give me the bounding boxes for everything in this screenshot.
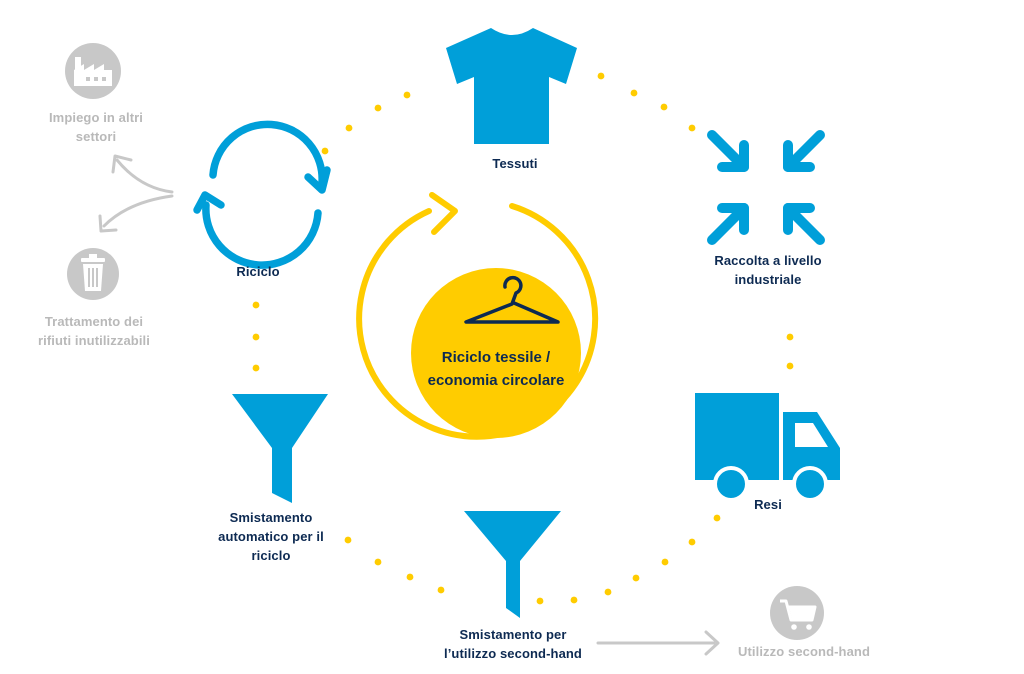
dotted-cycle-path (252, 72, 794, 605)
label-line: rifiuti inutilizzabili (38, 333, 150, 348)
cycle-dot (374, 558, 382, 566)
label-trattamento: Trattamento dei rifiuti inutilizzabili (10, 312, 178, 350)
cycle-dot (661, 558, 669, 566)
label-line: Smistamento per (459, 627, 567, 642)
cycle-dot (688, 124, 696, 132)
label-line: Smistamento (229, 510, 313, 525)
label-line: l’utilizzo second-hand (444, 646, 582, 661)
label-line: industriale (734, 272, 802, 287)
label-tessuti: Tessuti (440, 154, 590, 173)
center-label: Riciclo tessile / economia circolare (406, 346, 586, 392)
funnel-icon (464, 511, 561, 618)
cycle-dot (632, 574, 640, 582)
cycle-dot (252, 364, 260, 372)
hanger-icon (464, 275, 560, 324)
cycle-dot (252, 333, 260, 341)
cycle-dot (660, 103, 668, 111)
label-line: Tessuti (492, 156, 538, 171)
recycle-arrows-icon (193, 120, 331, 269)
label-raccolta: Raccolta a livello industriale (688, 251, 848, 289)
label-line: settori (75, 129, 117, 144)
cycle-dot (597, 72, 605, 80)
trash-bin-icon (67, 248, 119, 300)
cycle-dot (345, 124, 353, 132)
cycle-dot (688, 538, 696, 546)
cycle-dot (252, 301, 260, 309)
label-line: Resi (754, 497, 782, 512)
circular-arrow-icon (356, 192, 599, 440)
center-disc (411, 268, 581, 438)
funnel-icon (232, 394, 328, 503)
cycle-dot (374, 104, 382, 112)
label-riciclo: Riciclo (208, 262, 308, 281)
label-line: automatico per il (218, 529, 324, 544)
label-smistamento-second-hand: Smistamento per l’utilizzo second-hand (420, 625, 606, 663)
center-label-line: Riciclo tessile / (441, 349, 551, 366)
cycle-dot (786, 333, 794, 341)
branch-arrows-icon (98, 154, 174, 233)
label-line: Riciclo (236, 264, 280, 279)
factory-icon (65, 43, 121, 99)
cycle-dot (437, 586, 445, 594)
label-line: Trattamento dei (44, 314, 144, 329)
arrow-right-icon (596, 630, 720, 656)
cycle-dot (403, 91, 411, 99)
label-line: Raccolta a livello (714, 253, 822, 268)
label-line: Impiego in altri (48, 110, 144, 125)
label-smistamento-riciclo: Smistamento automatico per il riciclo (196, 508, 346, 565)
label-resi: Resi (718, 495, 818, 514)
cycle-dot (630, 89, 638, 97)
label-line: Utilizzo second-hand (738, 644, 870, 659)
cycle-dot (406, 573, 414, 581)
shopping-cart-icon (770, 586, 824, 640)
cycle-dot (344, 536, 352, 544)
truck-icon (695, 393, 840, 502)
cycle-dot (570, 596, 578, 604)
collect-arrows-icon (707, 130, 825, 245)
center-label-line: economia circolare (427, 372, 565, 389)
label-second-hand: Utilizzo second-hand (724, 642, 884, 661)
cycle-dot (713, 514, 721, 522)
cycle-dot (786, 362, 794, 370)
tshirt-icon (446, 28, 577, 144)
cycle-dot (536, 597, 544, 605)
cycle-dot (321, 147, 329, 155)
cycle-dot (604, 588, 612, 596)
label-impiego: Impiego in altri settori (18, 108, 174, 146)
label-line: riciclo (251, 548, 291, 563)
